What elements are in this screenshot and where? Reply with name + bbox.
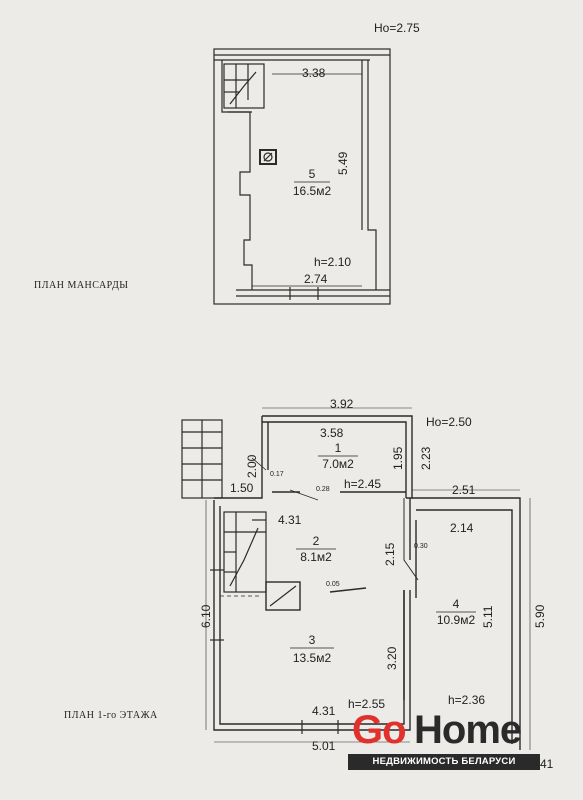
attic-right-dimension: 5.49: [336, 151, 350, 175]
small-dim-005: 0.05: [326, 581, 340, 588]
room2-area: 8.1м2: [300, 550, 332, 564]
small-dim-017: 0.17: [270, 471, 284, 478]
room2-right-dim: 2.15: [383, 542, 397, 566]
annex-outer-height-dim: 5.90: [533, 604, 547, 628]
bottom-right-partial-dim: 41: [540, 757, 554, 771]
attic-top-dimension: 3.38: [302, 66, 326, 80]
room3-right-dim: 3.20: [385, 646, 399, 670]
gohome-logo: Go Home НЕДВИЖИМОСТЬ БЕЛАРУСИ: [348, 708, 540, 774]
room1-height-dim: 1.95: [391, 446, 405, 470]
room2-width-dim: 4.31: [278, 513, 302, 527]
room3-height-label: h=2.55: [348, 697, 385, 711]
room4-area: 10.9м2: [437, 613, 476, 627]
left-total-dim: 6.10: [199, 604, 213, 628]
room2-number: 2: [313, 534, 320, 548]
room1-height-label: h=2.45: [344, 477, 381, 491]
room1-area: 7.0м2: [322, 457, 354, 471]
logo-tagline: НЕДВИЖИМОСТЬ БЕЛАРУСИ: [348, 754, 540, 770]
stair-length-dim: 1.50: [230, 481, 254, 495]
room4-height-label: h=2.36: [448, 693, 485, 707]
attic-plan-title: ПЛАН МАНСАРДЫ: [34, 280, 129, 291]
logo-home-text: Home: [414, 708, 522, 752]
small-dim-028: 0.28: [316, 486, 330, 493]
ground-plan-title: ПЛАН 1-го ЭТАЖА: [64, 710, 158, 721]
annex-inner-height-dim: 5.11: [481, 605, 495, 628]
attic-room-area: 16.5м2: [293, 184, 332, 198]
ground-top-outer-dim: 3.92: [330, 397, 354, 411]
attic-room-number: 5: [309, 167, 316, 181]
room3-area: 13.5м2: [293, 651, 332, 665]
annex-inner-dim: 2.14: [450, 521, 474, 535]
room4-number: 4: [453, 597, 460, 611]
small-dim-030: 0.30: [414, 543, 428, 550]
bottom-outer-dim: 5.01: [312, 739, 336, 753]
attic-plan: [213, 48, 391, 305]
room1-number: 1: [335, 441, 342, 455]
attic-height: h=2.10: [314, 255, 351, 269]
attic-bottom-dimension: 2.74: [304, 272, 328, 286]
ground-ceiling-mark: Но=2.50: [426, 415, 472, 429]
annex-outer-dim: 2.51: [452, 483, 476, 497]
bottom-inner-dim: 4.31: [312, 704, 336, 718]
room3-number: 3: [309, 633, 316, 647]
room1-width-dim: 3.58: [320, 426, 344, 440]
logo-go-text: Go: [352, 708, 407, 752]
stair-width-dim: 2.00: [245, 454, 259, 478]
attic-ceiling-mark: Но=2.75: [374, 21, 420, 35]
ground-plan: [181, 407, 531, 750]
right-step-dim: 2.23: [419, 446, 433, 470]
